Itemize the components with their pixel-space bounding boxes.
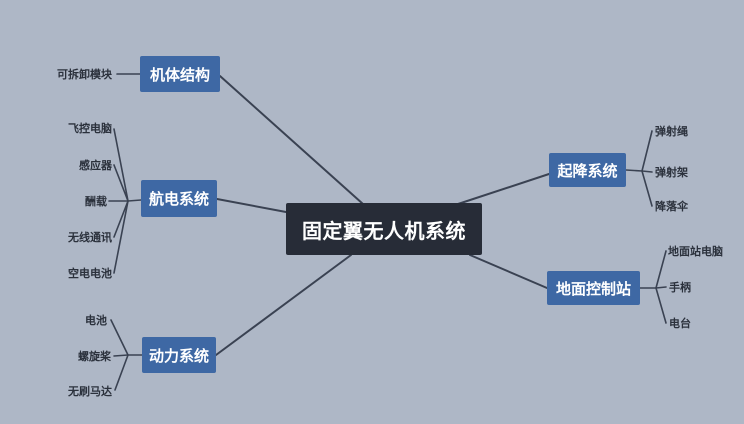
connector-leaf	[655, 286, 667, 289]
leaf-node-catapult-rope[interactable]: 弹射绳	[655, 126, 688, 138]
main-branch-connectors	[215, 75, 550, 356]
leaf-node-payload[interactable]: 酬载	[85, 196, 107, 208]
connector-root-avionics	[216, 198, 287, 213]
connector-leaf	[113, 128, 129, 202]
branch-node-launch-recovery[interactable]: 起降系统	[549, 153, 626, 187]
connector-root-airframe	[219, 75, 364, 205]
leaf-node-catapult-frame[interactable]: 弹射架	[655, 167, 688, 179]
leaf-node-detachable-module[interactable]: 可拆卸模块	[57, 69, 112, 81]
connector-leaf	[641, 170, 653, 207]
connector-stub	[625, 169, 643, 172]
leaf-node-hand-controller[interactable]: 手柄	[669, 282, 691, 294]
connector-leaf	[113, 200, 129, 238]
leaf-node-radio[interactable]: 电台	[669, 318, 691, 330]
branch-node-airframe[interactable]: 机体结构	[140, 56, 220, 92]
connector-leaf	[641, 170, 653, 173]
connector-root-launch	[457, 173, 550, 205]
leaf-node-avionics-battery[interactable]: 空电电池	[68, 268, 112, 280]
leaf-node-wireless-comms[interactable]: 无线通讯	[68, 232, 112, 244]
branch-node-power[interactable]: 动力系统	[142, 337, 216, 373]
leaf-node-parachute[interactable]: 降落伞	[655, 201, 688, 213]
connector-leaf	[113, 200, 129, 274]
root-node-uav-system[interactable]: 固定翼无人机系统	[286, 203, 482, 255]
connector-leaf	[655, 250, 667, 289]
connector-leaf	[655, 287, 667, 324]
leaf-node-propeller[interactable]: 螺旋桨	[78, 351, 111, 363]
leaf-node-brushless-motor[interactable]: 无刷马达	[68, 386, 112, 398]
connector-leaf	[641, 130, 653, 172]
connector-leaf	[113, 164, 129, 202]
connector-leaf	[114, 354, 129, 391]
leaf-node-battery[interactable]: 电池	[85, 315, 107, 327]
connector-leaf	[110, 319, 129, 356]
connector-leaf	[113, 354, 129, 357]
leaf-node-flight-control-computer[interactable]: 飞控电脑	[68, 123, 112, 135]
connector-root-ground	[469, 254, 548, 289]
connector-stub	[127, 199, 142, 202]
leaf-node-ground-station-computer[interactable]: 地面站电脑	[668, 246, 723, 258]
branch-node-ground-control[interactable]: 地面控制站	[547, 271, 640, 305]
connector-root-power	[215, 254, 352, 356]
leaf-node-sensors[interactable]: 感应器	[79, 160, 112, 172]
leaf-connectors	[108, 73, 667, 391]
branch-node-avionics[interactable]: 航电系统	[141, 180, 217, 217]
